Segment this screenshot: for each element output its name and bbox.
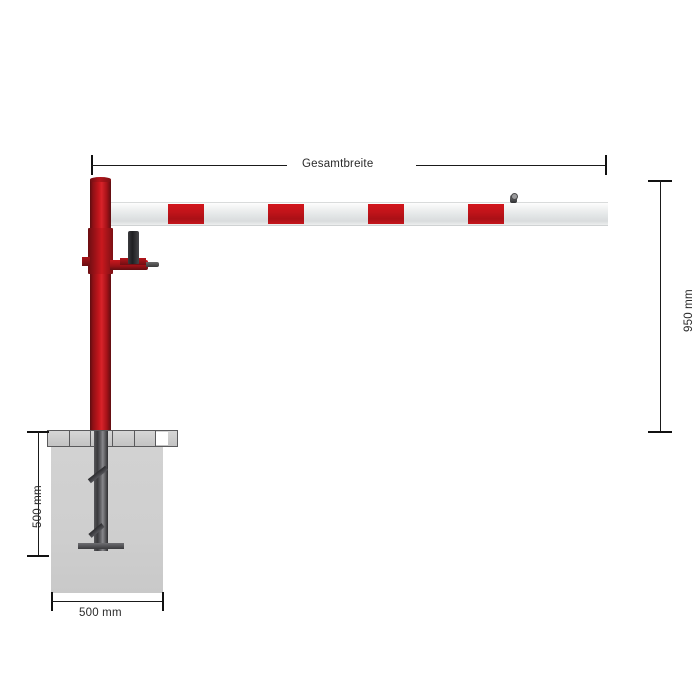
post-cap xyxy=(90,177,111,182)
beam-stripe xyxy=(468,204,504,224)
dimension-leader-left xyxy=(91,165,287,166)
dimension-line-vertical xyxy=(660,180,661,432)
dimension-leader-right xyxy=(416,165,606,166)
beam-stripe xyxy=(268,204,304,224)
paving-stone xyxy=(134,431,157,446)
dimension-label-post-height: 950 mm xyxy=(683,289,695,332)
beam-eye-bolt-ring-icon xyxy=(511,193,518,200)
paving-gap xyxy=(156,432,168,445)
dimension-label-overall-width: Gesamtbreite xyxy=(302,158,374,170)
dimension-label-foundation-width: 500 mm xyxy=(79,607,122,619)
barrier-post xyxy=(90,178,111,434)
ground-anchor-cross-plate xyxy=(78,543,124,549)
barrier-boom xyxy=(95,202,608,226)
hinge-bracket xyxy=(88,228,113,274)
paving-stone xyxy=(48,431,70,446)
hinge-arm-tip xyxy=(146,262,159,267)
beam-stripe xyxy=(368,204,404,224)
hinge-tab xyxy=(82,257,90,266)
dimension-tick-right xyxy=(162,592,164,611)
dimension-tick-bottom xyxy=(648,431,672,433)
dimension-tick-bottom xyxy=(27,555,49,557)
ground-anchor-tube xyxy=(94,431,108,551)
lever-handle xyxy=(128,231,139,264)
dimension-tick-right xyxy=(605,155,607,175)
hinge-arm xyxy=(110,260,148,270)
paving-stone xyxy=(113,431,135,446)
dimension-label-foundation-depth: 500 mm xyxy=(32,485,44,528)
dimension-line-horizontal xyxy=(51,601,163,602)
beam-stripe xyxy=(168,204,204,224)
paving-stone xyxy=(69,431,92,446)
dimension-line-vertical xyxy=(38,431,39,556)
